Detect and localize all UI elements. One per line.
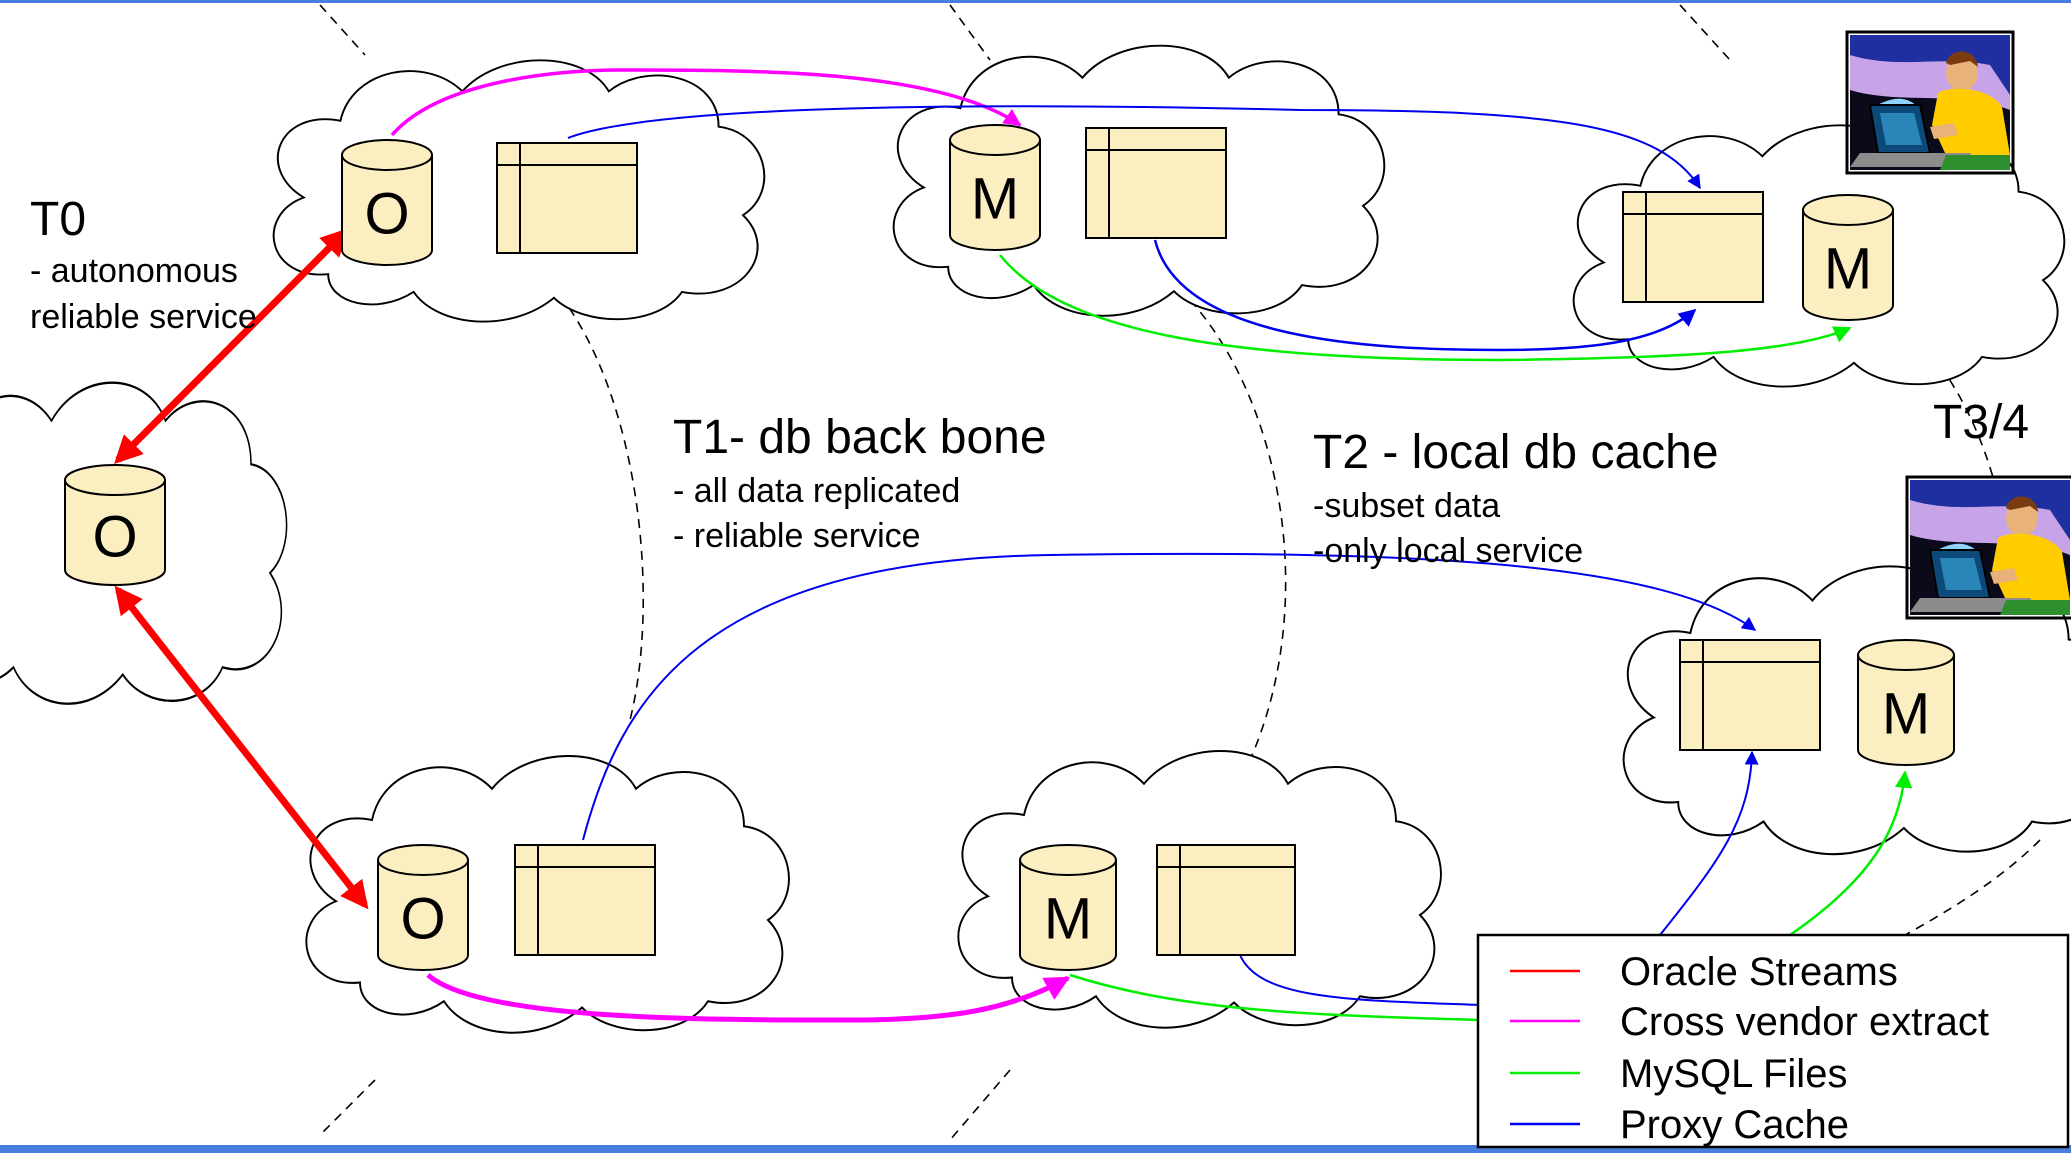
- table-grid-t1-bottom: [514, 844, 656, 956]
- tier-t2-line-1: -subset data: [1313, 487, 1500, 525]
- legend-item-proxy-cache: Proxy Cache: [1510, 1103, 1849, 1147]
- proxy-cache-legend-to-t3bottom: [1659, 750, 1759, 936]
- proxy-cache-t2bottom-t3bottom: [1239, 954, 1481, 1006]
- legend-item-oracle-streams: Oracle Streams: [1510, 950, 1898, 994]
- legend-label-proxy-cache: Proxy Cache: [1620, 1103, 1849, 1147]
- db-cylinder-t2-top: M: [949, 124, 1041, 251]
- connections: [114, 68, 1913, 1023]
- legend-label-oracle-streams: Oracle Streams: [1620, 950, 1898, 994]
- db-letter-t0: O: [92, 505, 137, 570]
- db-letter-t3-bottom: M: [1882, 682, 1930, 747]
- legend-label-cross-vendor-extract: Cross vendor extract: [1620, 1000, 1989, 1044]
- tier-t2-title: T2 - local db cache: [1313, 426, 1719, 479]
- cross-vendor-extract-bottom: [426, 973, 1071, 1023]
- table-grid-t2-top: [1085, 127, 1227, 239]
- db-cylinder-t0: O: [64, 464, 166, 586]
- table-grid-t3-bottom: [1679, 639, 1821, 751]
- user-at-computer-icon: [1905, 475, 2071, 620]
- legend-item-cross-vendor-extract: Cross vendor extract: [1510, 1000, 1989, 1044]
- oracle-stream-t0-t1-top: [114, 228, 349, 464]
- tier-t34-title: T3/4: [1933, 396, 2029, 449]
- legend-item-mysql-files: MySQL Files: [1510, 1052, 1847, 1096]
- db-letter-t1-bottom: O: [400, 887, 445, 952]
- tier-t0-line-2: reliable service: [30, 298, 257, 336]
- tier-t1-label: T1- db back bone - all data replicated -…: [673, 411, 1047, 555]
- mysql-files-t2top-t3top: [999, 254, 1852, 362]
- db-cylinder-t1-top: O: [341, 139, 433, 266]
- cross-vendor-extract-top: [390, 68, 1022, 137]
- tier-t1-title: T1- db back bone: [673, 411, 1047, 464]
- top-border-rule: [0, 0, 2071, 3]
- oracle-stream-t0-t1-bottom: [114, 585, 369, 910]
- db-cylinder-t3-top: M: [1802, 194, 1894, 321]
- bottom-border-rule: [0, 1145, 2071, 1153]
- db-cylinder-t1-bottom: O: [377, 844, 469, 971]
- tier-t0-line-1: - autonomous: [30, 252, 238, 290]
- proxy-cache-t1top-t3top: [567, 105, 1701, 190]
- proxy-cache-t2top-t3top: [1153, 239, 1697, 352]
- mysql-files-t2bottom: [1069, 973, 1481, 1022]
- legend-label-mysql-files: MySQL Files: [1620, 1052, 1847, 1096]
- mysql-files-legend-to-t3bottom: [1789, 770, 1913, 937]
- tier-t0-title: T0: [30, 193, 86, 246]
- table-grid-t2-bottom: [1156, 844, 1296, 956]
- legend: Oracle Streams Cross vendor extract MySQ…: [1476, 933, 2070, 1149]
- tier-t2-label: T2 - local db cache -subset data -only l…: [1313, 426, 1719, 570]
- tier-t1-line-1: - all data replicated: [673, 472, 960, 510]
- table-grid-t3-top: [1622, 191, 1764, 303]
- db-letter-t1-top: O: [364, 182, 409, 247]
- tier-t2-line-2: -only local service: [1313, 532, 1583, 570]
- proxy-cache-t1bottom-t3bottom: [582, 552, 1757, 841]
- table-grid-t1-top: [496, 142, 638, 254]
- user-at-computer-icon: [1845, 30, 2015, 175]
- tier-t0-label: T0 - autonomous reliable service: [30, 193, 257, 336]
- db-cylinder-t3-bottom: M: [1857, 639, 1955, 766]
- db-cylinder-t2-bottom: M: [1019, 844, 1117, 971]
- db-letter-t3-top: M: [1824, 237, 1872, 302]
- tier-t1-line-2: - reliable service: [673, 517, 921, 555]
- db-letter-t2-bottom: M: [1044, 887, 1092, 952]
- db-letter-t2-top: M: [971, 167, 1019, 232]
